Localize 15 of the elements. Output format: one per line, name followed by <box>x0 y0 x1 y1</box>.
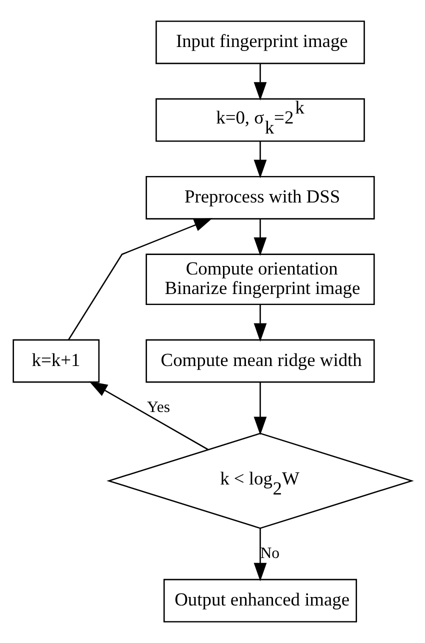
arrow <box>254 218 267 256</box>
node-box: Compute orientation Binarize fingerprint image <box>146 254 375 306</box>
node-box: Input fingerprint image <box>156 20 365 64</box>
arrow <box>254 382 267 436</box>
arrow <box>68 218 213 340</box>
node-box: Preprocess with DSS <box>146 176 375 220</box>
node-box: k=k+1 <box>12 339 100 383</box>
arrow <box>254 141 267 178</box>
edge-label: Yes <box>146 398 170 416</box>
node-box: Compute mean ridge width <box>146 339 375 383</box>
arrow <box>254 528 267 582</box>
node-box: Output enhanced image <box>163 578 358 622</box>
arrow <box>89 381 208 450</box>
arrow <box>254 304 267 342</box>
arrow <box>254 64 267 101</box>
